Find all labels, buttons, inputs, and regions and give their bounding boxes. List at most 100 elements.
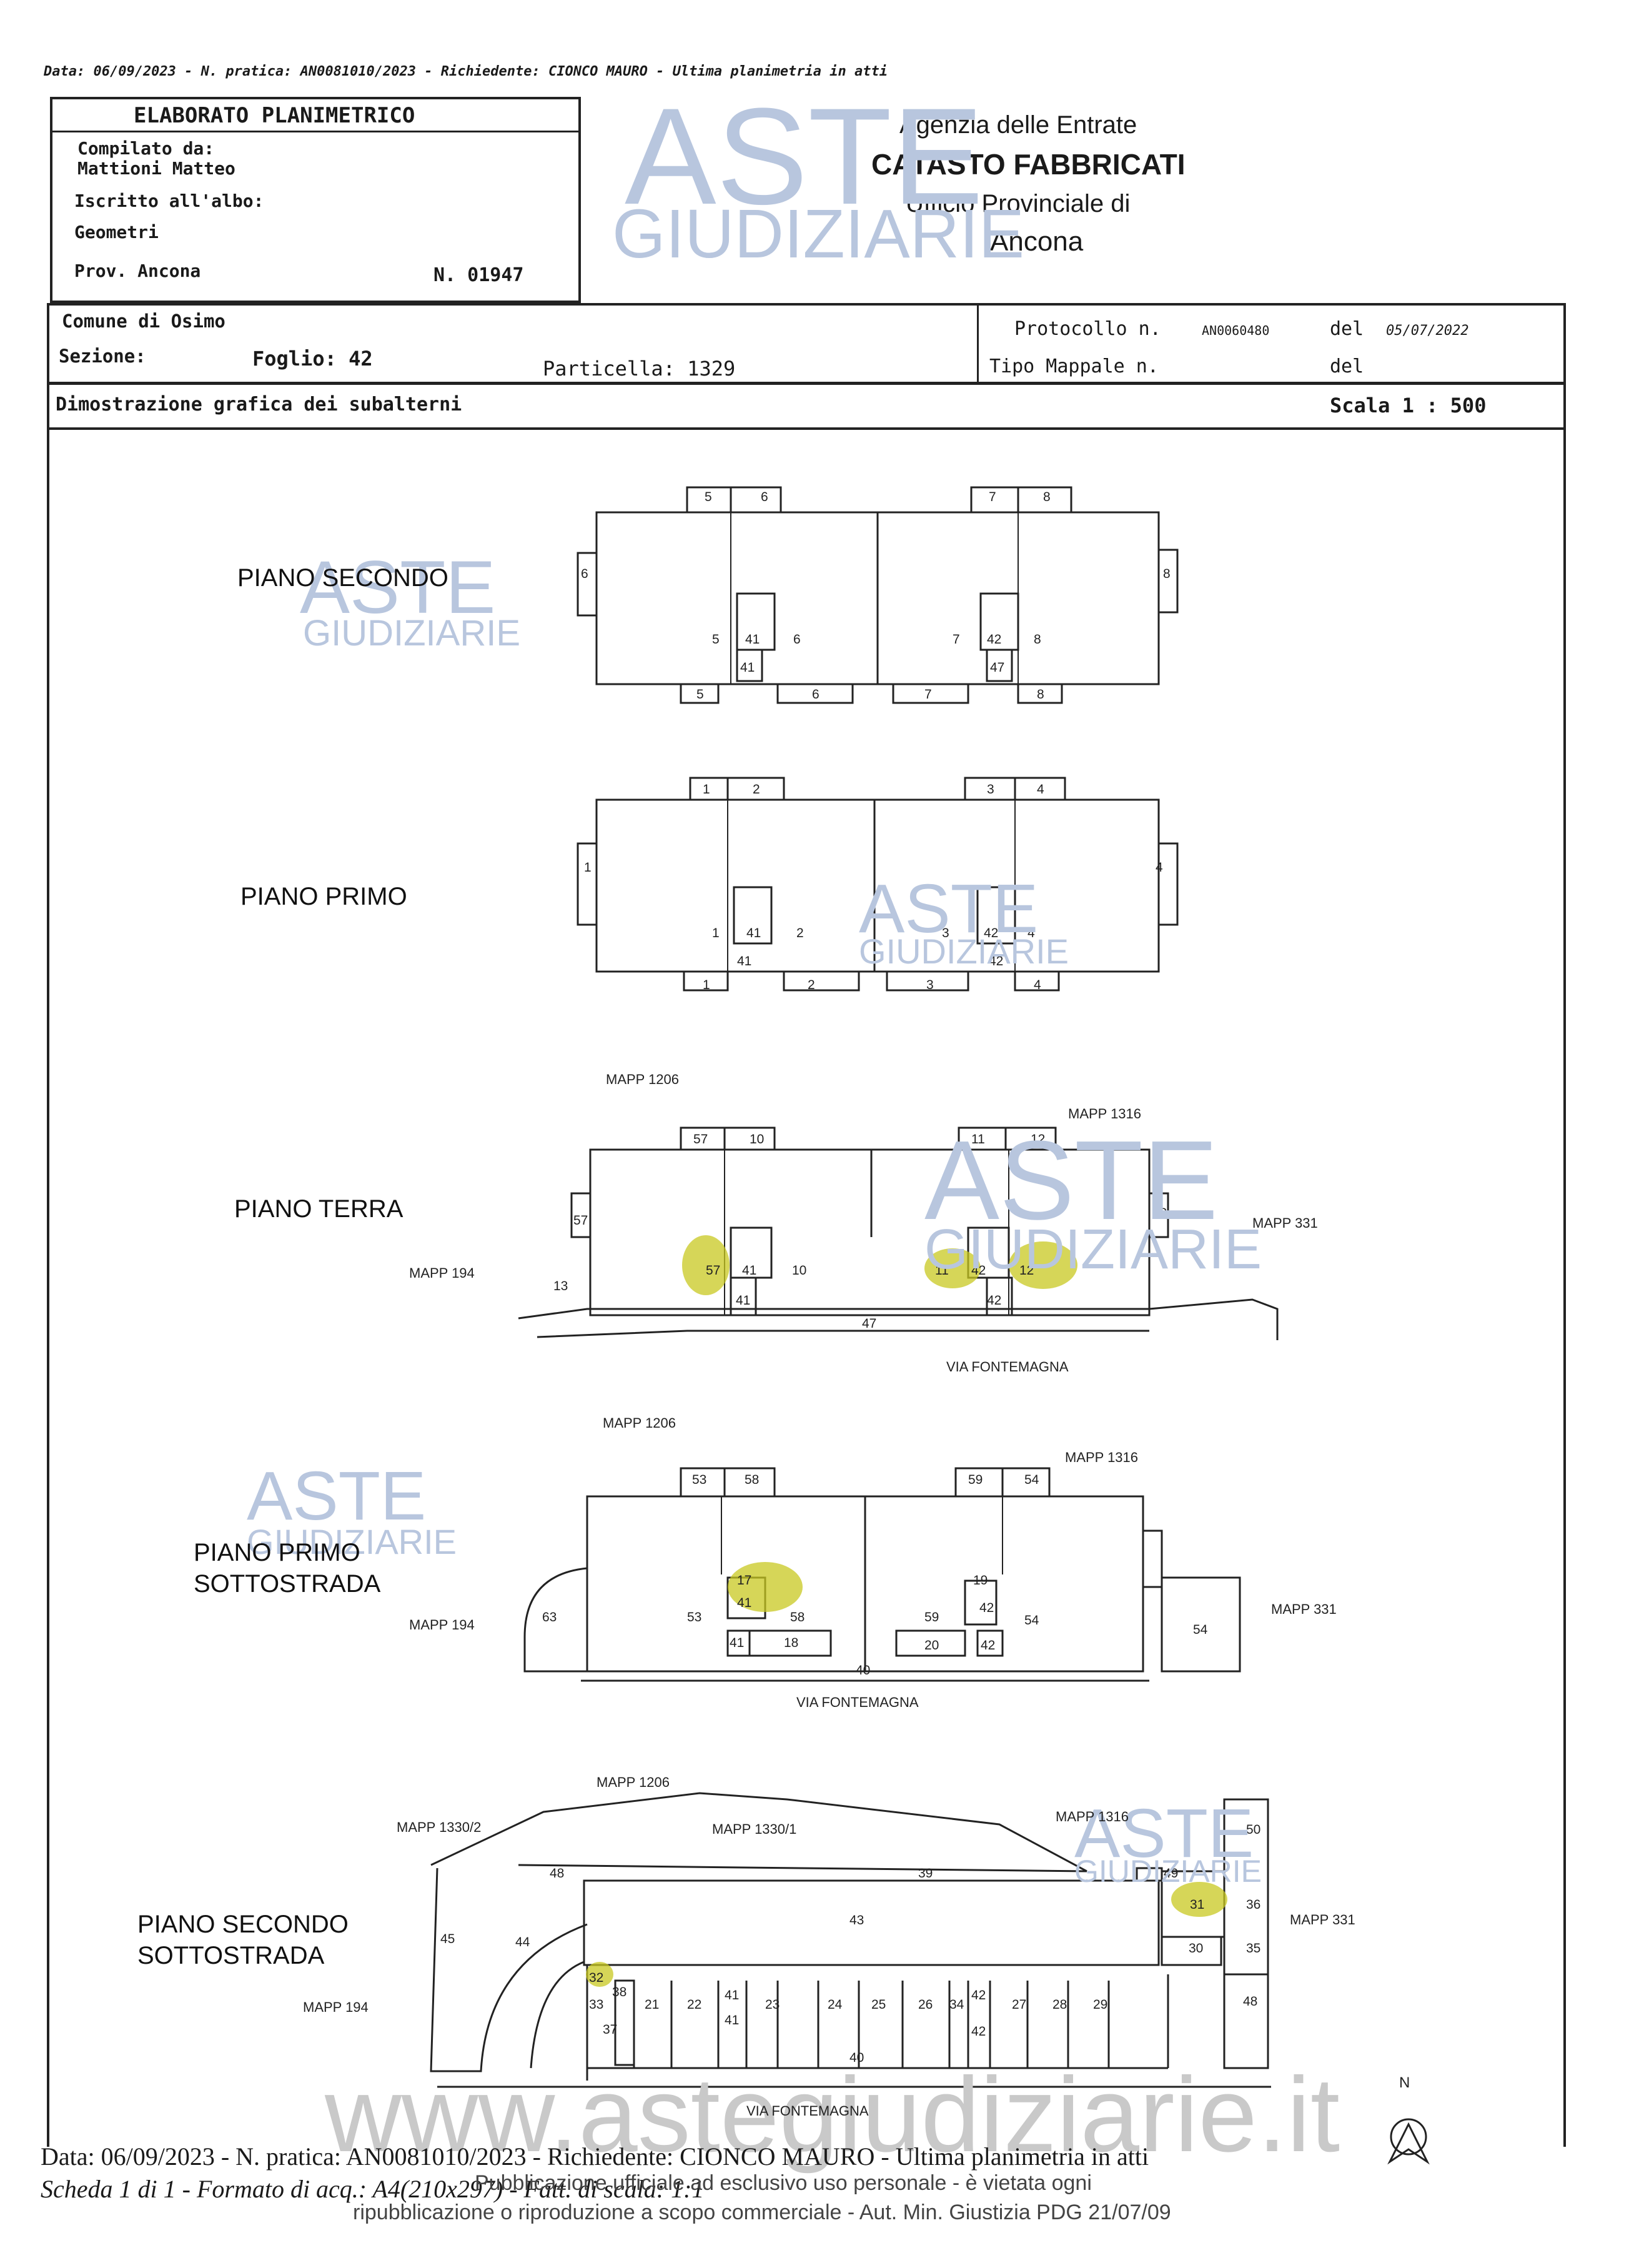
compilato-label: Compilato da: [77, 138, 215, 159]
unit-number: 27 [1012, 1997, 1026, 2012]
unit-number: 1 [712, 926, 720, 940]
unit-number: 42 [971, 1988, 986, 2002]
unit-number: 26 [918, 1997, 933, 2012]
note-mapp194-ps2: MAPP 194 [303, 1999, 369, 2015]
watermark-giudiziarie-5: GIUDIZIARIE [1074, 1854, 1262, 1889]
title: ELABORATO PLANIMETRICO [134, 103, 415, 128]
header-line: Data: 06/09/2023 - N. pratica: AN0081010… [44, 64, 888, 79]
agency-line3: Ufficio Provinciale di [906, 190, 1131, 217]
unit-number: 35 [1246, 1941, 1260, 1956]
unit-number: 48 [550, 1866, 564, 1881]
watermark-giudiziarie-4: GIUDIZIARIE [247, 1522, 457, 1561]
prov: Prov. Ancona [74, 261, 201, 281]
unit-number: 1 [703, 782, 710, 797]
unit-number: 8 [1034, 632, 1041, 647]
unit-number: 20 [924, 1638, 939, 1653]
unit-number: 59 [968, 1473, 983, 1487]
note-via-ps2: VIA FONTEMAGNA [746, 2103, 869, 2119]
watermark-aste-5: ASTE [1074, 1795, 1254, 1872]
iscritto-label: Iscritto all'albo: [74, 191, 264, 211]
unit-number: 25 [871, 1997, 886, 2012]
unit-number: 41 [736, 1293, 750, 1308]
unit-number: 7 [989, 490, 996, 504]
unit-number: 7 [953, 632, 960, 647]
unit-number: 63 [542, 1610, 557, 1624]
unit-number: 5 [712, 632, 720, 647]
watermark-aste-header: ASTE [625, 79, 984, 233]
unit-number: 7 [924, 687, 932, 702]
particella: Particella: 1329 [543, 357, 736, 380]
unit-number: 31 [1190, 1897, 1204, 1912]
note-mapp1330-2: MAPP 1330/2 [397, 1819, 482, 1835]
north-arrow-label: N [1399, 2074, 1410, 2091]
label-secondo-sottostrada-2: SOTTOSTRADA [137, 1942, 325, 1969]
unit-number: 58 [790, 1610, 805, 1624]
unit-number: 40 [856, 1663, 870, 1678]
unit-number: 41 [740, 660, 755, 675]
unit-number: 13 [553, 1279, 568, 1293]
unit-number: 18 [784, 1636, 798, 1650]
unit-number: 24 [828, 1997, 843, 2012]
tipo-mappale: Tipo Mappale n. [989, 356, 1159, 377]
unit-number: 41 [737, 954, 751, 968]
unit-number: 54 [1024, 1473, 1039, 1487]
note-mapp1206-ps1: MAPP 1206 [603, 1415, 676, 1431]
protocollo-label: Protocollo n. [1014, 318, 1161, 340]
unit-number: 57 [693, 1132, 708, 1146]
unit-number: 8 [1163, 567, 1171, 581]
unit-number: 12 [1019, 1263, 1034, 1278]
unit-number: 59 [924, 1610, 939, 1624]
del-label-2: del [1330, 356, 1364, 377]
note-mapp1330-1: MAPP 1330/1 [712, 1821, 797, 1837]
unit-number: 42 [989, 954, 1003, 968]
note-mapp1316-terra: MAPP 1316 [1068, 1106, 1142, 1122]
del-label: del [1330, 318, 1364, 340]
note-mapp194-terra: MAPP 194 [409, 1265, 475, 1281]
unit-number: 3 [987, 782, 994, 797]
label-piano-secondo: PIANO SECONDO [237, 564, 448, 592]
foglio: Foglio: 42 [252, 347, 373, 371]
unit-number: 49 [1164, 1866, 1178, 1881]
unit-number: 41 [742, 1263, 756, 1278]
title-block: ELABORATO PLANIMETRICO Compilato da: Mat… [50, 97, 581, 303]
unit-number: 57 [573, 1213, 588, 1228]
unit-number: 1 [584, 860, 592, 875]
unit-number: 1 [703, 978, 710, 992]
note-via-ps1: VIA FONTEMAGNA [796, 1694, 919, 1710]
unit-number: 11 [935, 1263, 949, 1278]
numero: N. 01947 [433, 264, 524, 286]
watermark-site: www.astegiudiziarie.it [325, 2056, 1340, 2174]
unit-number: 3 [926, 978, 934, 992]
dimostrazione: Dimostrazione grafica dei subalterni [56, 394, 462, 415]
unit-number: 12 [1152, 1206, 1167, 1220]
unit-number: 42 [971, 1263, 986, 1278]
unit-number: 41 [725, 1988, 739, 2002]
label-primo-sottostrada-1: PIANO PRIMO [194, 1539, 360, 1566]
footer-line1: Data: 06/09/2023 - N. pratica: AN0081010… [41, 2142, 1149, 2171]
unit-number: 42 [987, 1293, 1001, 1308]
unit-number: 41 [725, 2013, 739, 2027]
unit-number: 44 [515, 1935, 530, 1949]
label-primo-sottostrada-2: SOTTOSTRADA [194, 1570, 381, 1598]
unit-number: 42 [987, 632, 1001, 647]
unit-number: 53 [692, 1473, 706, 1487]
unit-number: 57 [706, 1263, 720, 1278]
unit-number: 17 [737, 1573, 751, 1588]
note-mapp331-ps2: MAPP 331 [1290, 1912, 1355, 1927]
unit-number: 38 [612, 1985, 626, 1999]
unit-number: 8 [1043, 490, 1051, 504]
unit-number: 4 [1027, 926, 1035, 940]
sezione: Sezione: [59, 346, 146, 367]
unit-number: 42 [981, 1638, 995, 1653]
watermark-aste-1: ASTE [300, 545, 496, 629]
unit-number: 50 [1246, 1823, 1260, 1837]
unit-number: 6 [761, 490, 768, 504]
drawing-frame [47, 429, 1566, 2147]
note-mapp1206-terra: MAPP 1206 [606, 1072, 680, 1087]
unit-number: 5 [696, 687, 704, 702]
unit-number: 48 [1243, 1994, 1257, 2009]
unit-number: 21 [645, 1997, 659, 2012]
unit-number: 6 [793, 632, 801, 647]
unit-number: 42 [979, 1601, 994, 1615]
